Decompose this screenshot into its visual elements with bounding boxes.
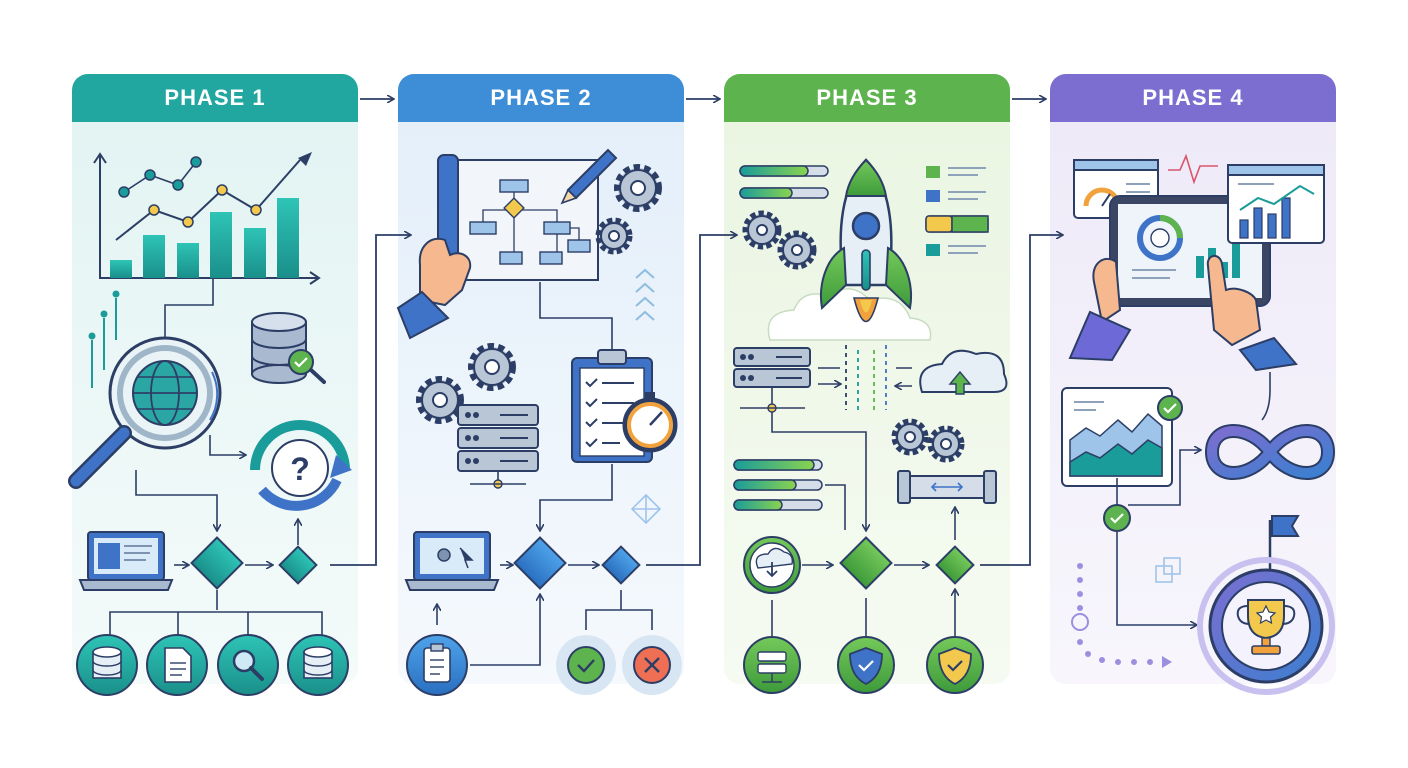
connector bbox=[771, 412, 866, 530]
connector bbox=[818, 367, 840, 384]
laptop-icon bbox=[78, 531, 174, 591]
connector bbox=[1116, 532, 1196, 625]
connector bbox=[540, 464, 613, 530]
decision-diamond-icon bbox=[935, 545, 975, 585]
stopwatch-icon bbox=[622, 392, 678, 453]
copy-squares-decoration bbox=[1155, 557, 1181, 583]
decision-diamond-icon bbox=[278, 545, 318, 585]
diamond-outline-decoration bbox=[630, 493, 662, 525]
clipboard-icon bbox=[406, 634, 468, 696]
gears-icon bbox=[595, 164, 662, 255]
gears-icon bbox=[891, 418, 965, 463]
area-chart-icon bbox=[1061, 387, 1183, 487]
progress-bars-icon bbox=[733, 459, 823, 511]
connector bbox=[470, 595, 540, 666]
magnifier-icon bbox=[217, 634, 279, 696]
dotted-path-decoration bbox=[1071, 563, 1172, 668]
pencil-icon bbox=[560, 148, 618, 205]
svg-text:?: ? bbox=[290, 451, 310, 487]
progress-bars-icon bbox=[739, 165, 829, 199]
phase-connector-arrows bbox=[330, 99, 1062, 566]
database-icon bbox=[76, 634, 138, 696]
launch-trail-decoration bbox=[845, 345, 887, 410]
gears-icon bbox=[742, 210, 817, 270]
phase-4-title: PHASE 4 bbox=[1050, 74, 1336, 122]
server-icon bbox=[743, 636, 801, 694]
hands-tapping-icon bbox=[1068, 255, 1298, 372]
decision-diamond-icon bbox=[601, 545, 641, 585]
connector bbox=[1261, 372, 1271, 421]
infinity-loop-icon bbox=[1204, 424, 1336, 480]
trophy-icon bbox=[1197, 557, 1335, 695]
globe-search-icon bbox=[68, 336, 222, 489]
connector bbox=[135, 470, 217, 530]
rocket-launch-icon bbox=[820, 158, 912, 323]
connector bbox=[109, 590, 323, 635]
document-icon bbox=[146, 634, 208, 696]
connector bbox=[896, 367, 912, 386]
connector bbox=[164, 278, 214, 338]
cross-circle-icon bbox=[622, 635, 682, 695]
cloud-download-icon bbox=[743, 536, 801, 594]
decision-diamond-icon bbox=[513, 536, 567, 590]
connector bbox=[209, 435, 245, 455]
signal-bars-decoration bbox=[88, 290, 120, 388]
phase-1-bottom-icons bbox=[76, 634, 349, 696]
phase-1-title: PHASE 1 bbox=[72, 74, 358, 122]
question-cycle-icon: ? bbox=[250, 420, 352, 511]
connector bbox=[771, 590, 955, 636]
server-stack-icon bbox=[457, 404, 539, 489]
status-list-icon bbox=[925, 166, 989, 256]
phase-3-title: PHASE 3 bbox=[724, 74, 1010, 122]
check-circle-icon bbox=[1103, 504, 1131, 532]
heartbeat-line-icon bbox=[1168, 153, 1218, 185]
database-icon bbox=[287, 634, 349, 696]
phase-2-title: PHASE 2 bbox=[398, 74, 684, 122]
connector bbox=[585, 590, 653, 630]
chart-panel-icon bbox=[1227, 164, 1325, 244]
connector bbox=[1116, 450, 1200, 506]
cloud-decoration bbox=[767, 288, 932, 341]
connector bbox=[825, 484, 846, 530]
decision-diamond-icon bbox=[190, 536, 244, 590]
connector bbox=[539, 282, 613, 355]
gears-icon bbox=[416, 343, 516, 424]
laptop-settings-icon bbox=[404, 531, 500, 591]
pipeline-icon bbox=[897, 470, 997, 504]
shield-check-icon bbox=[926, 636, 984, 694]
check-circle-icon bbox=[556, 635, 616, 695]
server-icon bbox=[733, 347, 811, 413]
hand-holding-icon bbox=[396, 237, 472, 340]
shield-check-icon bbox=[837, 636, 895, 694]
database-check-icon bbox=[251, 312, 326, 384]
decision-diamond-icon bbox=[839, 536, 893, 590]
cloud-upload-icon bbox=[919, 349, 1008, 395]
bar-line-chart-icon bbox=[93, 152, 321, 285]
up-chevrons-decoration bbox=[635, 268, 655, 321]
